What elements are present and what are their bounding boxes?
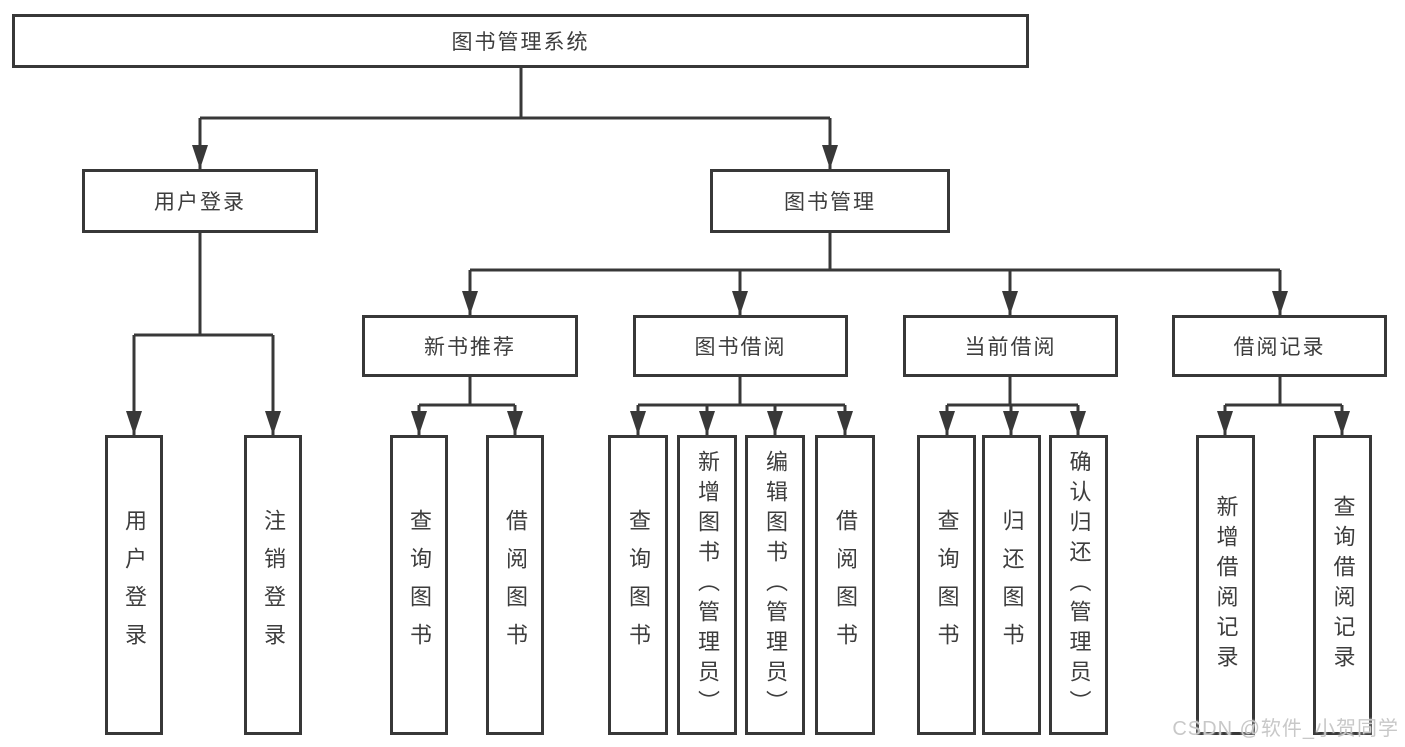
- node-leaf-logout: 注销登录: [244, 435, 302, 735]
- node-user-login-label: 用户登录: [154, 191, 246, 214]
- node-leaf-query-books-2: 查询图书: [608, 435, 668, 735]
- node-book-mgmt: 图书管理: [710, 169, 950, 233]
- node-leaf-query-books-1: 查询图书: [390, 435, 448, 735]
- node-book-mgmt-label: 图书管理: [784, 191, 876, 214]
- node-leaf-query-books-2-label: 查询图书: [626, 509, 651, 661]
- node-current-borrow-label: 当前借阅: [964, 336, 1057, 359]
- node-leaf-borrow-books-2-label: 借阅图书: [833, 509, 858, 661]
- node-user-login: 用户登录: [82, 169, 318, 233]
- node-leaf-confirm-return-admin-label: 确认归还（管理员）: [1066, 450, 1092, 720]
- node-leaf-query-books-3-label: 查询图书: [934, 509, 960, 661]
- node-borrow-records-label: 借阅记录: [1233, 336, 1326, 359]
- node-borrow-records: 借阅记录: [1172, 315, 1387, 377]
- node-leaf-borrow-books-1-label: 借阅图书: [503, 509, 528, 661]
- node-leaf-query-books-3: 查询图书: [917, 435, 976, 735]
- node-book-borrow-label: 图书借阅: [694, 336, 787, 359]
- node-leaf-user-login-label: 用户登录: [122, 509, 147, 661]
- connector-rails: [134, 68, 1342, 407]
- node-leaf-add-books-admin: 新增图书（管理员）: [677, 435, 737, 735]
- node-leaf-edit-books-admin: 编辑图书（管理员）: [745, 435, 805, 735]
- node-leaf-borrow-books-2: 借阅图书: [815, 435, 875, 735]
- node-leaf-edit-books-admin-label: 编辑图书（管理员）: [763, 450, 788, 720]
- node-leaf-query-borrow-record: 查询借阅记录: [1313, 435, 1372, 735]
- node-leaf-add-books-admin-label: 新增图书（管理员）: [695, 450, 720, 720]
- node-root: 图书管理系统: [12, 14, 1029, 68]
- node-leaf-query-books-1-label: 查询图书: [407, 509, 432, 661]
- node-leaf-user-login: 用户登录: [105, 435, 163, 735]
- node-current-borrow: 当前借阅: [903, 315, 1118, 377]
- node-leaf-add-borrow-record-label: 新增借阅记录: [1213, 495, 1239, 675]
- node-new-book-label: 新书推荐: [424, 336, 516, 359]
- node-leaf-add-borrow-record: 新增借阅记录: [1196, 435, 1255, 735]
- node-book-borrow: 图书借阅: [633, 315, 848, 377]
- node-leaf-borrow-books-1: 借阅图书: [486, 435, 544, 735]
- node-root-label: 图书管理系统: [451, 31, 590, 54]
- node-leaf-return-books-label: 归还图书: [999, 509, 1025, 661]
- node-leaf-confirm-return-admin: 确认归还（管理员）: [1049, 435, 1108, 735]
- node-leaf-logout-label: 注销登录: [261, 509, 286, 661]
- node-new-book: 新书推荐: [362, 315, 578, 377]
- node-leaf-query-borrow-record-label: 查询借阅记录: [1330, 495, 1356, 675]
- node-leaf-return-books: 归还图书: [982, 435, 1041, 735]
